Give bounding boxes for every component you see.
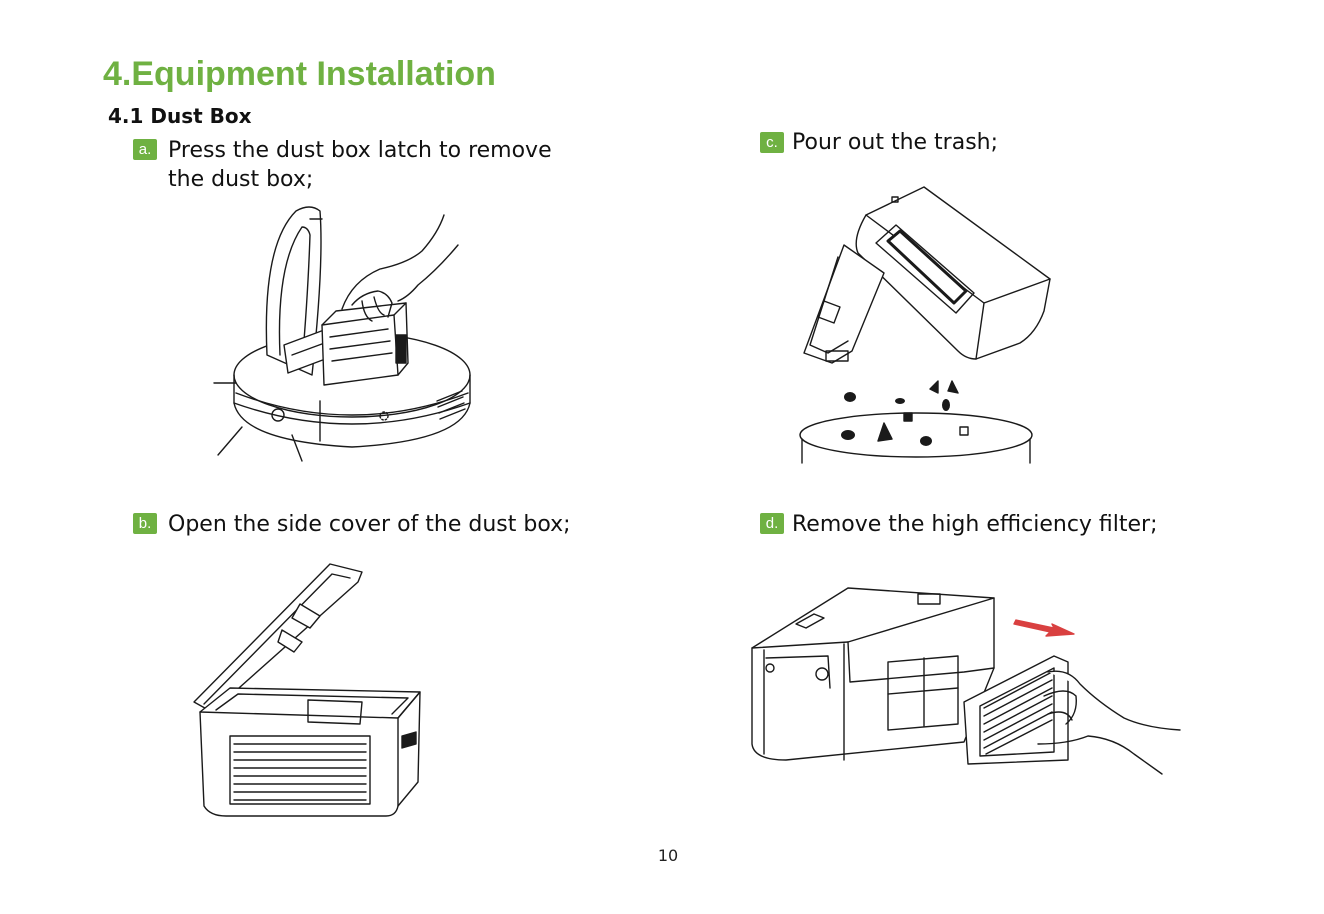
- step-a-text-line-2: the dust box;: [168, 165, 313, 194]
- step-marker-b: b.: [133, 513, 157, 534]
- remove-filter-illustration: [748, 584, 1182, 780]
- step-marker-d: d.: [760, 513, 784, 534]
- step-marker-c: c.: [760, 132, 784, 153]
- robot-vacuum-illustration: [212, 205, 484, 463]
- pour-trash-illustration: [796, 183, 1050, 463]
- step-d-text: Remove the high efficiency filter;: [792, 510, 1158, 539]
- step-b-text: Open the side cover of the dust box;: [168, 510, 571, 539]
- section-title: 4.Equipment Installation: [103, 54, 496, 94]
- step-a-text-line-1: Press the dust box latch to remove: [168, 136, 552, 165]
- dust-box-open-cover-illustration: [190, 560, 430, 818]
- section-subtitle: 4.1 Dust Box: [108, 103, 252, 129]
- step-marker-a: a.: [133, 139, 157, 160]
- step-c-text: Pour out the trash;: [792, 128, 998, 157]
- page-number: 10: [646, 846, 690, 866]
